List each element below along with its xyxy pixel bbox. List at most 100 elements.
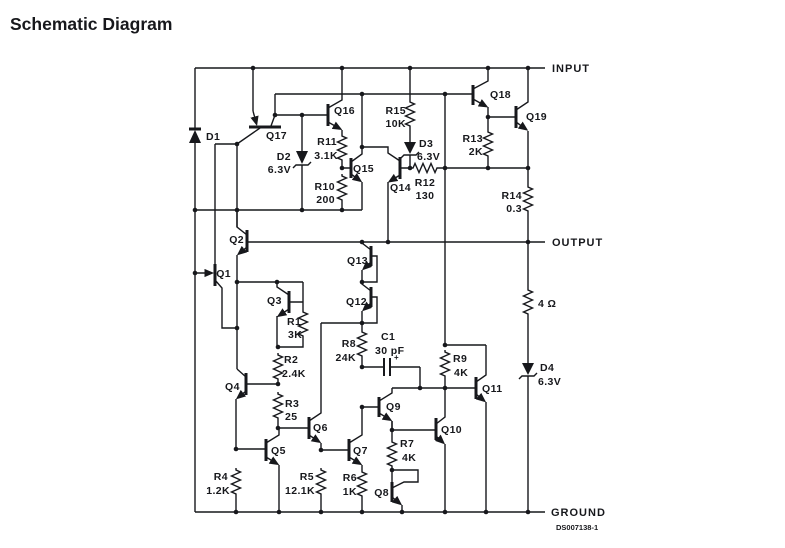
label-r5-value: 12.1K bbox=[285, 485, 315, 497]
r8-symbol bbox=[356, 329, 368, 359]
ground-terminal-label: GROUND bbox=[551, 507, 606, 519]
d1-symbol bbox=[189, 127, 201, 143]
label-r2: R2 bbox=[284, 354, 298, 366]
page-title: Schematic Diagram bbox=[10, 14, 172, 34]
label-q4: Q4 bbox=[225, 381, 240, 393]
label-q13: Q13 bbox=[347, 255, 368, 267]
q15-symbol bbox=[342, 94, 363, 210]
label-r3: R3 bbox=[285, 398, 299, 410]
load-resistor-symbol bbox=[522, 287, 534, 317]
label-r6: R6 bbox=[343, 472, 357, 484]
d3-zener-symbol bbox=[400, 140, 420, 168]
label-r7: R7 bbox=[400, 438, 414, 450]
label-r15-value: 10K bbox=[386, 118, 406, 130]
r12-symbol bbox=[410, 162, 440, 174]
label-r10-value: 200 bbox=[316, 194, 335, 206]
label-d3-value: 6.3V bbox=[417, 151, 440, 163]
q7-symbol bbox=[347, 407, 363, 470]
label-q15: Q15 bbox=[353, 163, 374, 175]
label-r1: R1 bbox=[287, 316, 301, 328]
label-r8: R8 bbox=[342, 338, 356, 350]
label-r13: R13 bbox=[463, 133, 483, 145]
label-r2-value: 2.4K bbox=[282, 368, 306, 380]
label-r14: R14 bbox=[502, 190, 522, 202]
output-terminal-label: OUTPUT bbox=[552, 237, 603, 249]
q11-symbol bbox=[474, 345, 487, 512]
label-r15: R15 bbox=[386, 105, 406, 117]
label-d4-value: 6.3V bbox=[538, 376, 561, 388]
label-q3: Q3 bbox=[267, 295, 282, 307]
r9-symbol bbox=[439, 349, 451, 379]
label-d2: D2 bbox=[277, 151, 291, 163]
label-r5: R5 bbox=[300, 471, 314, 483]
junction-dots bbox=[192, 65, 531, 515]
q18-symbol bbox=[471, 68, 489, 108]
label-r12: R12 bbox=[415, 177, 435, 189]
label-d4: D4 bbox=[540, 362, 554, 374]
d2-zener-symbol bbox=[292, 115, 312, 210]
label-load-resistor: 4 Ω bbox=[538, 298, 556, 310]
q17-symbol bbox=[249, 68, 281, 129]
label-d3: D3 bbox=[419, 138, 433, 150]
r5-symbol bbox=[315, 467, 327, 497]
label-r7-value: 4K bbox=[402, 452, 416, 464]
r11-symbol bbox=[336, 133, 348, 163]
doc-number: DS007138-1 bbox=[556, 523, 598, 532]
label-q8: Q8 bbox=[374, 487, 389, 499]
label-d1: D1 bbox=[206, 131, 220, 143]
wires bbox=[194, 67, 545, 513]
label-r14-value: 0.3 bbox=[506, 203, 522, 215]
label-q1: Q1 bbox=[216, 268, 231, 280]
label-c1: C1 bbox=[381, 331, 395, 343]
label-r11: R11 bbox=[317, 136, 337, 148]
label-r1-value: 3K bbox=[288, 329, 302, 341]
diode-symbols bbox=[189, 115, 538, 512]
label-q6: Q6 bbox=[313, 422, 328, 434]
q10-symbol bbox=[434, 388, 446, 512]
label-r6-value: 1K bbox=[343, 486, 357, 498]
label-q18: Q18 bbox=[490, 89, 511, 101]
label-c1-polarity: + bbox=[394, 353, 399, 362]
label-q7: Q7 bbox=[353, 445, 368, 457]
q19-symbol bbox=[514, 68, 529, 168]
r10-symbol bbox=[336, 173, 348, 203]
label-r11-value: 3.1K bbox=[314, 150, 338, 162]
label-q10: Q10 bbox=[441, 424, 462, 436]
label-q9: Q9 bbox=[386, 401, 401, 413]
label-q17: Q17 bbox=[266, 130, 287, 142]
label-r3-value: 25 bbox=[285, 411, 297, 423]
label-q16: Q16 bbox=[334, 105, 355, 117]
label-q12: Q12 bbox=[346, 296, 367, 308]
r14-symbol bbox=[522, 184, 534, 214]
label-r10: R10 bbox=[315, 181, 335, 193]
label-r12-value: 130 bbox=[416, 190, 435, 202]
q5-symbol bbox=[264, 428, 280, 512]
q6-symbol bbox=[307, 323, 322, 444]
q8-symbol bbox=[390, 482, 403, 512]
r3-symbol bbox=[272, 391, 284, 421]
label-q2: Q2 bbox=[229, 234, 244, 246]
label-r9-value: 4K bbox=[454, 367, 468, 379]
labels: Schematic Diagram INPUT OUTPUT GROUND DS… bbox=[10, 14, 606, 532]
q4-symbol bbox=[235, 368, 248, 449]
label-r8-value: 24K bbox=[336, 352, 356, 364]
label-r9: R9 bbox=[453, 353, 467, 365]
label-d2-value: 6.3V bbox=[268, 164, 291, 176]
label-r13-value: 2K bbox=[469, 146, 483, 158]
r13-symbol bbox=[482, 129, 494, 159]
label-q11: Q11 bbox=[482, 383, 502, 395]
c1-symbol bbox=[383, 358, 391, 376]
label-r4: R4 bbox=[214, 471, 228, 483]
q1-symbol bbox=[193, 264, 217, 286]
r15-symbol bbox=[404, 99, 416, 129]
d4-zener-symbol bbox=[518, 360, 538, 512]
r4-symbol bbox=[230, 467, 242, 497]
q2-symbol bbox=[236, 210, 249, 256]
input-terminal-label: INPUT bbox=[552, 63, 590, 75]
label-q14: Q14 bbox=[390, 182, 411, 194]
label-r4-value: 1.2K bbox=[206, 485, 230, 497]
label-q5: Q5 bbox=[271, 445, 286, 457]
r7-symbol bbox=[386, 439, 398, 469]
